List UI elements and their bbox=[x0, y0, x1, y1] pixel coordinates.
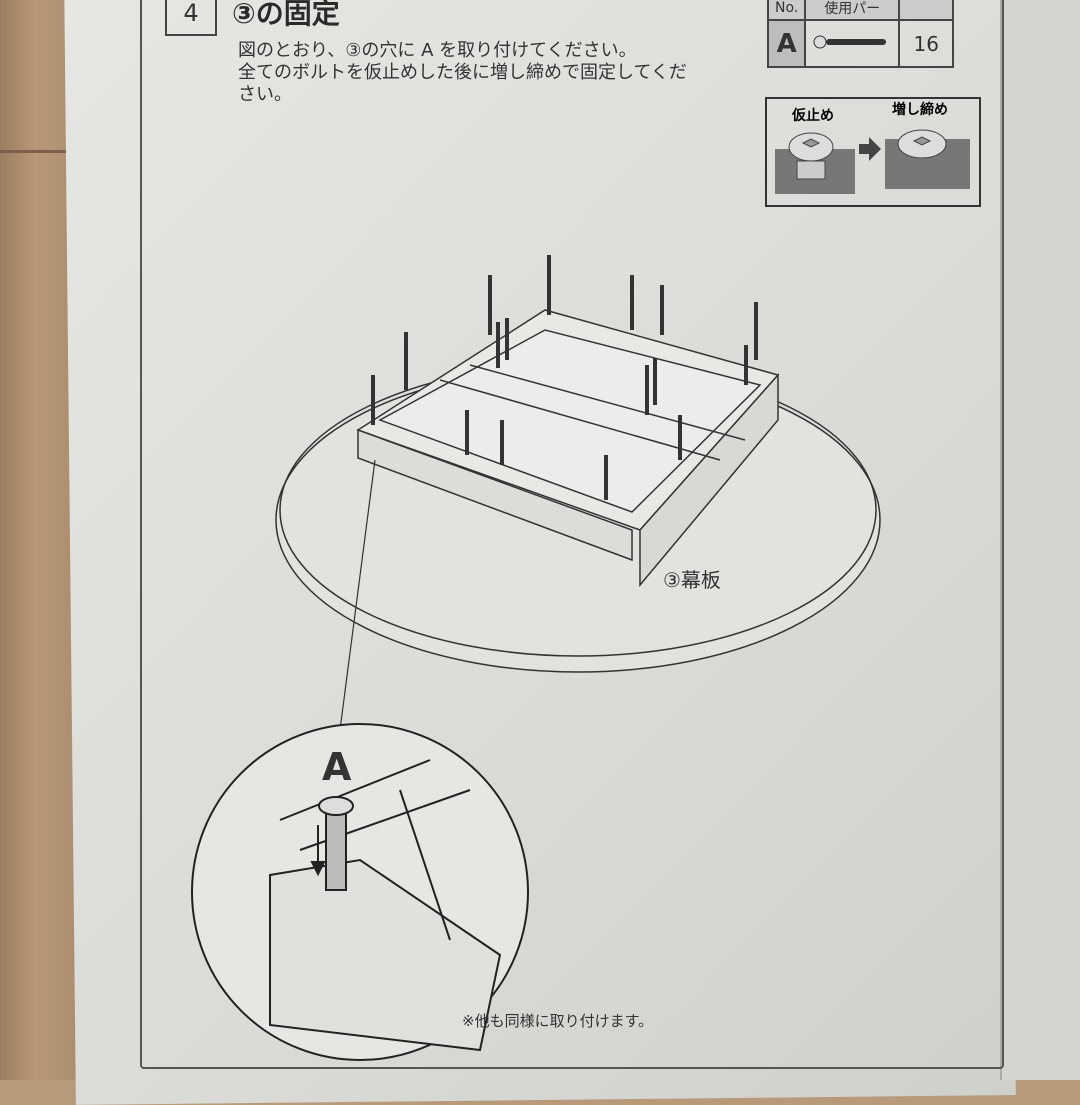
instruction-line: さい。 bbox=[238, 84, 292, 105]
part-id: A bbox=[766, 19, 807, 68]
tightening-guide: 仮止め 増し締め bbox=[765, 97, 981, 207]
next-page-edge bbox=[1000, 0, 1080, 1080]
final-label: 増し締め bbox=[892, 102, 948, 118]
temporary-label: 仮止め bbox=[792, 108, 834, 124]
step-number: 4 bbox=[165, 0, 217, 36]
note: ※他も同様に取り付けます。 bbox=[462, 1012, 654, 1030]
step-frame bbox=[140, 0, 1004, 1069]
header-parts: 使用パー bbox=[804, 0, 901, 21]
instruction-line: 図のとおり、③の穴に A を取り付けてください。 bbox=[238, 40, 637, 61]
detail-magnifier bbox=[191, 723, 529, 1061]
part-quantity: 16 bbox=[898, 19, 955, 68]
parts-table: No.使用パー A 16 bbox=[766, 0, 955, 68]
instructions: 図のとおり、③の穴に A を取り付けてください。 全てのボルトを仮止めした後に増… bbox=[238, 40, 748, 106]
bolt-icon bbox=[804, 19, 901, 68]
apron-label: ③幕板 bbox=[663, 568, 721, 592]
bolt-icons bbox=[371, 255, 758, 500]
assembly-diagram bbox=[191, 255, 881, 1061]
bolt-tightening-icon bbox=[775, 129, 970, 194]
header-no: No. bbox=[766, 0, 807, 21]
detail-label: A bbox=[322, 745, 352, 789]
instruction-line: 全てのボルトを仮止めした後に増し締めで固定してくだ bbox=[238, 62, 687, 83]
step-title: ③の固定 bbox=[232, 0, 340, 30]
